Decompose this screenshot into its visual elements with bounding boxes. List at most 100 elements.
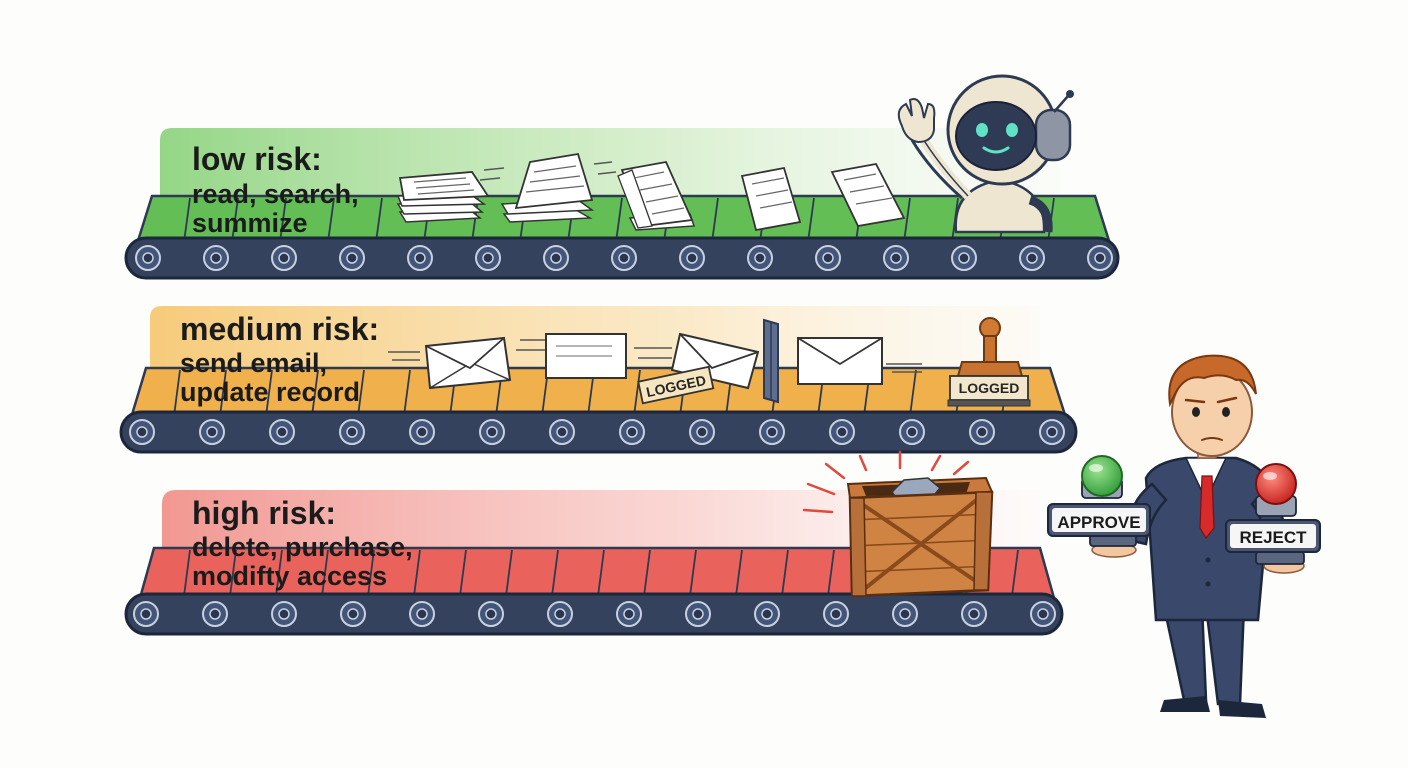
belt-slat xyxy=(505,549,513,597)
belt-roller-hub xyxy=(416,426,428,438)
belt-roller-hub xyxy=(890,252,902,264)
lane-medium-risk: medium risk: send email, update record xyxy=(119,306,1078,454)
belt-slat xyxy=(321,549,329,597)
belt-slat xyxy=(403,369,411,417)
belt-slat xyxy=(909,369,917,417)
lane-low-risk: low risk: read, search, summize xyxy=(124,74,1120,280)
rubber-stamp-icon: LOGGED xyxy=(947,317,1031,407)
belt-roller-hub xyxy=(209,608,221,620)
belt-slat xyxy=(173,369,181,417)
lane-low-title: low risk: xyxy=(192,141,322,177)
belt-roller-hub xyxy=(696,426,708,438)
lane-high-highlight xyxy=(162,490,1040,562)
document-stack-icon xyxy=(396,171,490,223)
belt-slat xyxy=(903,197,911,243)
checkpoint-gate-icon xyxy=(763,318,779,404)
belt-slat xyxy=(183,197,191,243)
belt-roller-hub xyxy=(692,608,704,620)
logged-stamp-mark: LOGGED xyxy=(637,365,715,405)
belt-slat xyxy=(219,369,227,417)
belt-roller-hub xyxy=(968,608,980,620)
belt-roller-hub xyxy=(278,608,290,620)
belt-roller-hub xyxy=(830,608,842,620)
wooden-crate-icon xyxy=(802,450,994,598)
robot-assistant xyxy=(897,74,1074,234)
human-reviewer: APPROVE REJECT xyxy=(1047,354,1321,718)
logged-stamp-text-b: LOGGED xyxy=(959,380,1020,396)
belt-roller-hub xyxy=(346,252,358,264)
lane-high-risk: high risk: delete, purchase, modifty acc… xyxy=(124,450,1064,636)
reject-label: REJECT xyxy=(1239,528,1307,547)
lane-medium-line-2: update record xyxy=(180,377,360,407)
belt-roller-hub xyxy=(485,608,497,620)
belt-slat xyxy=(375,197,383,243)
motion-lines xyxy=(388,339,922,373)
belt-slat xyxy=(459,549,467,597)
belt-roller-hub xyxy=(1026,252,1038,264)
reject-button[interactable]: REJECT xyxy=(1225,463,1321,565)
belt-roller-hub xyxy=(686,252,698,264)
belt-slat xyxy=(311,369,319,417)
belt-roller-hub xyxy=(1037,608,1049,620)
belt-slat xyxy=(597,549,605,597)
belt-roller-hub xyxy=(210,252,222,264)
approve-button[interactable]: APPROVE xyxy=(1047,455,1151,547)
belt-slat xyxy=(735,549,743,597)
belt-slat xyxy=(279,197,287,243)
belt-slat xyxy=(265,369,273,417)
belt-roller-hub xyxy=(414,252,426,264)
belt-slat xyxy=(689,549,697,597)
belt-slat xyxy=(827,549,835,597)
lane-low-line-2: summize xyxy=(192,208,308,238)
belt-slat xyxy=(643,549,651,597)
belt-roller-hub xyxy=(416,608,428,620)
belt-slat xyxy=(183,549,191,597)
envelope-icon xyxy=(797,337,883,385)
belt-roller-hub xyxy=(556,426,568,438)
lane-low-highlight xyxy=(160,128,1060,200)
belt-roller-hub xyxy=(278,252,290,264)
conveyor-belt-high xyxy=(124,546,1064,636)
belt-roller-hub xyxy=(899,608,911,620)
belt-roller-hub xyxy=(623,608,635,620)
belt-slat xyxy=(781,549,789,597)
belt-slat xyxy=(229,549,237,597)
lane-high-line-2: modifty access xyxy=(192,561,387,591)
belt-roller-hub xyxy=(136,426,148,438)
belt-roller-hub xyxy=(276,426,288,438)
lane-medium-title: medium risk: xyxy=(180,311,379,347)
belt-roller-hub xyxy=(754,252,766,264)
approve-label: APPROVE xyxy=(1057,513,1140,532)
belt-roller-hub xyxy=(554,608,566,620)
belt-roller-hub xyxy=(766,426,778,438)
lane-high-line-1: delete, purchase, xyxy=(192,532,413,562)
belt-roller-hub xyxy=(482,252,494,264)
belt-roller-hub xyxy=(206,426,218,438)
belt-roller-hub xyxy=(346,426,358,438)
motion-lines xyxy=(479,161,617,181)
belt-slat xyxy=(807,197,815,243)
belt-roller-hub xyxy=(140,608,152,620)
belt-roller-hub xyxy=(906,426,918,438)
envelope-icon xyxy=(545,333,627,379)
belt-roller-hub xyxy=(486,426,498,438)
conveyor-belt-medium xyxy=(119,366,1078,454)
belt-roller-hub xyxy=(761,608,773,620)
belt-slat xyxy=(551,549,559,597)
waving-hand-icon xyxy=(897,98,936,144)
belt-slat xyxy=(1011,549,1019,597)
belt-slat xyxy=(711,197,719,243)
belt-slat xyxy=(367,549,375,597)
lane-high-title: high risk: xyxy=(192,495,336,531)
lane-low-line-1: read, search, xyxy=(192,179,359,209)
belt-roller-hub xyxy=(347,608,359,620)
belt-slat xyxy=(327,197,335,243)
belt-roller-hub xyxy=(976,426,988,438)
document-stack-icon xyxy=(500,152,595,223)
belt-roller-hub xyxy=(1094,252,1106,264)
belt-roller-hub xyxy=(626,426,638,438)
belt-roller-hub xyxy=(142,252,154,264)
document-icon xyxy=(740,166,802,232)
